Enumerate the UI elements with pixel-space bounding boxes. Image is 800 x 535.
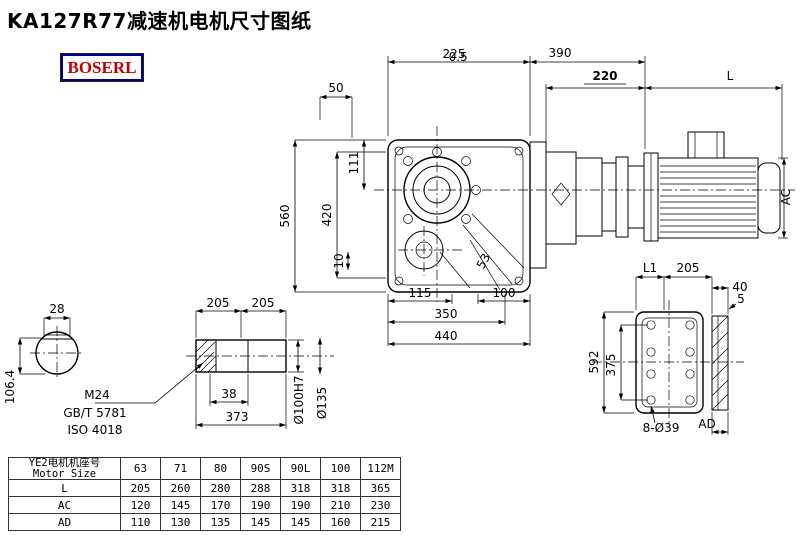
dim-AD-label: AD [698,417,715,431]
dim-420-label: 420 [320,204,334,227]
dim-111-label: 111 [347,152,361,175]
terminal-box [687,131,725,159]
table-cell: 145 [160,496,201,514]
row-label-AC: AC [8,496,121,514]
dim-L1-label: L1 [643,261,657,275]
dim-135-label: Ø135 [315,387,329,419]
dim-10-label: 10 [332,253,346,268]
dim-373-label: 373 [226,410,249,424]
shaft-plug-diamond [551,182,571,206]
dim-560-label: 560 [278,205,292,228]
table-cell: 205 [120,479,161,497]
table-header-row: YE2电机机座号 Motor Size 63 71 80 90S 90L 100… [8,457,401,480]
row-label-L: L [8,479,121,497]
table-header-en: Motor Size [32,467,97,480]
motor-size-table: YE2电机机座号 Motor Size 63 71 80 90S 90L 100… [8,457,401,531]
m24-leader-line [95,362,204,404]
table-cell: 130 [160,513,201,531]
dimension-annotations: 225 -0.5 390 220 L 50 560 420 111 10 115… [3,46,793,437]
dim-100-label: 100 [493,286,516,300]
thread-spec-iso: ISO 4018 [68,423,123,437]
shaft-side-view [195,339,287,373]
dim-440-label: 440 [435,329,458,343]
input-bore-circle [403,156,471,224]
gearbox-front-view [387,139,531,293]
table-row-AC: AC 120 145 170 190 190 210 230 [8,496,401,514]
thread-spec-gbt: GB/T 5781 [63,406,126,420]
motor-fins [660,165,756,233]
dim-225-label: 225 [443,47,466,61]
dim-106-4-label: 106.4 [3,370,17,404]
dim-205a-label: 205 [207,296,230,310]
dim-205b-label: 205 [252,296,275,310]
dim-38-label: 38 [221,387,236,401]
boserl-logo: BOSERL [61,54,143,81]
table-row-L: L 205 260 280 288 318 318 365 [8,479,401,497]
dim-bore-label: Ø100H7 [292,375,306,424]
table-cell: 120 [120,496,161,514]
table-cell: 260 [160,479,201,497]
dim-350-label: 350 [435,307,458,321]
table-cell: 288 [240,479,281,497]
gearbox-housing-outline [387,139,531,293]
table-cell: 170 [200,496,241,514]
dim-225-tolerance-label: -0.5 [444,50,467,64]
dim-5-label: 5 [737,292,745,306]
table-cell: 145 [240,513,281,531]
dim-220-label: 220 [592,69,617,83]
table-header-size: 71 [160,457,201,480]
dim-L-label: L [727,69,734,83]
dim-375-label: 375 [604,354,618,377]
dim-50-label: 50 [328,81,343,95]
table-cell: 190 [280,496,321,514]
table-cell: 210 [320,496,361,514]
thread-spec-m24: M24 [84,388,110,402]
dim-holes-label: 8-Ø39 [643,421,680,435]
dim-390-label: 390 [549,46,572,60]
dim-f205-label: 205 [677,261,700,275]
page-title: KA127R77减速机电机尺寸图纸 [7,9,312,33]
table-cell: 160 [320,513,361,531]
table-cell: 190 [240,496,281,514]
motor-side-view [529,131,781,269]
table-cell: 145 [280,513,321,531]
shaft-hatching [195,339,217,373]
table-header-size: 90S [240,457,281,480]
dim-592-label: 592 [587,351,601,374]
table-header-size: 112M [360,457,401,480]
dim-40-label: 40 [732,280,747,294]
dim-AC-label: AC [779,189,793,205]
dim-53-label: 53 [474,251,494,271]
table-cell: 318 [320,479,361,497]
table-cell: 135 [200,513,241,531]
table-header-size: 100 [320,457,361,480]
table-header-size: 63 [120,457,161,480]
table-cell: 365 [360,479,401,497]
center-lines [30,126,795,424]
table-cell: 215 [360,513,401,531]
table-cell: 230 [360,496,401,514]
flange-hatching [711,315,729,411]
boserl-logo-text: BOSERL [67,57,137,77]
table-header-size: 90L [280,457,321,480]
shaft-end-view [35,331,79,375]
table-cell: 280 [200,479,241,497]
dim-115-label: 115 [409,286,432,300]
dim-28-label: 28 [49,302,64,316]
row-label-AD: AD [8,513,121,531]
table-row-AD: AD 110 130 135 145 145 160 215 [8,513,401,531]
table-header-motor-size: YE2电机机座号 Motor Size [8,457,121,480]
table-cell: 318 [280,479,321,497]
output-flange-view [635,311,729,414]
table-header-cn: YE2电机机座号 [28,457,101,469]
fan-cover [757,162,781,234]
lower-bore-circle [404,230,444,270]
table-header-size: 80 [200,457,241,480]
table-cell: 110 [120,513,161,531]
flange-side-profile [711,315,729,411]
